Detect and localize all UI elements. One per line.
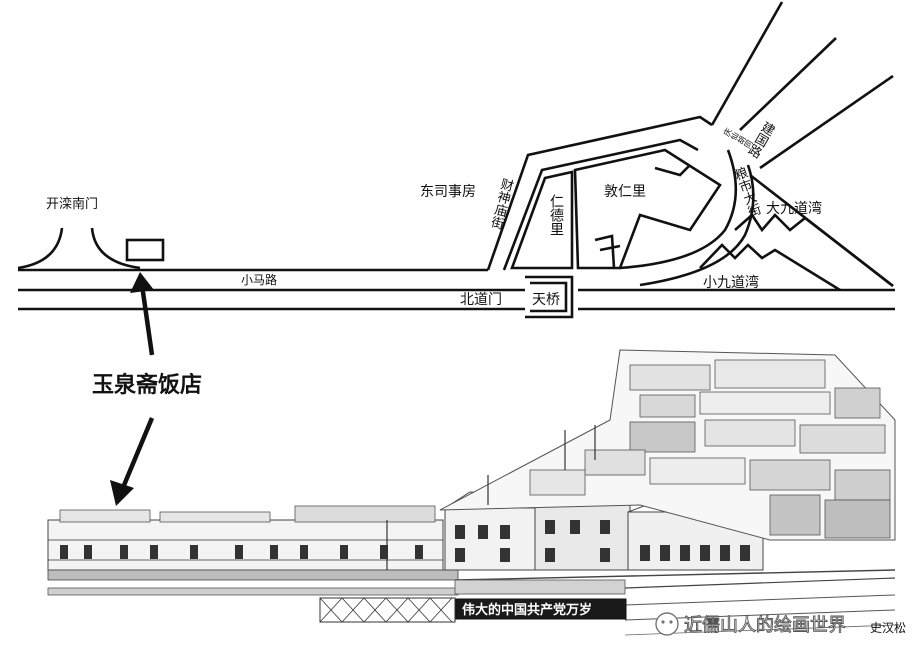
road-network — [17, 1, 895, 319]
arrow-down-shaft — [119, 417, 155, 491]
jianguo-road-east — [739, 37, 837, 131]
arrow-up-shaft — [139, 284, 155, 356]
label-xiaoma-road: 小马路 — [241, 272, 277, 287]
label-beidaomen: 北道门 — [460, 292, 502, 308]
label-xiaojiu-daowan: 小九道湾 — [703, 274, 759, 291]
banner-text: 伟大的中国共产党万岁 — [462, 602, 592, 618]
label-dajiu-daowan: 大九道湾 — [766, 200, 822, 217]
dunren-li-lane-2 — [599, 244, 621, 252]
label-qingxian-hutong: 庆仙胡同 — [721, 126, 755, 151]
artist-signature: 史汉松 — [870, 621, 906, 635]
tianqiao-bridge — [525, 275, 574, 319]
label-dongsi-shifang: 东司事房 — [420, 184, 476, 200]
callout-arrows — [110, 272, 155, 506]
watermark-text: 近儒山人的绘画世界 — [684, 615, 846, 636]
label-tianqiao: 天桥 — [532, 292, 560, 308]
xiaojiu-daowan-zigzag — [699, 243, 841, 292]
wechat-icon — [655, 612, 679, 636]
caishen-miao-street-east — [502, 138, 699, 271]
label-restaurant-callout: 玉泉斋饭店 — [92, 372, 202, 398]
sketch-left-row — [47, 505, 444, 571]
liangshi-street-east — [639, 164, 755, 287]
dunren-li-notch — [654, 164, 691, 177]
jianguo-road-east-2 — [759, 74, 894, 170]
dunren-li-block — [573, 148, 722, 270]
label-rende-li: 仁德里 — [548, 194, 564, 236]
restaurant-marker-box — [125, 238, 165, 262]
dajiu-daowan-zigzag — [734, 213, 894, 288]
watermark: 近儒山人的绘画世界 — [655, 612, 846, 636]
sketch-hillside-housing — [439, 349, 896, 541]
rende-li-block — [510, 170, 574, 270]
arrow-down-head-icon — [110, 480, 134, 506]
label-dunren-li: 敦仁里 — [604, 184, 646, 200]
arrow-up-head-icon — [130, 272, 154, 293]
jianguo-road-west — [710, 1, 784, 126]
south-gate-left-arc — [17, 227, 64, 270]
dunren-li-lane-1 — [594, 234, 616, 269]
banner-board — [455, 598, 627, 620]
label-kaiping-south-gate: 开滦南门 — [46, 196, 98, 212]
south-gate-right-arc — [90, 227, 141, 270]
caishen-miao-street-west — [486, 115, 713, 271]
street-sketch-illustration: 伟大的中国共产党万岁 — [47, 349, 896, 636]
liangshi-street-west — [619, 149, 738, 270]
tianqiao-bridge-inner — [530, 281, 568, 313]
sketch-railway-left — [47, 569, 459, 623]
